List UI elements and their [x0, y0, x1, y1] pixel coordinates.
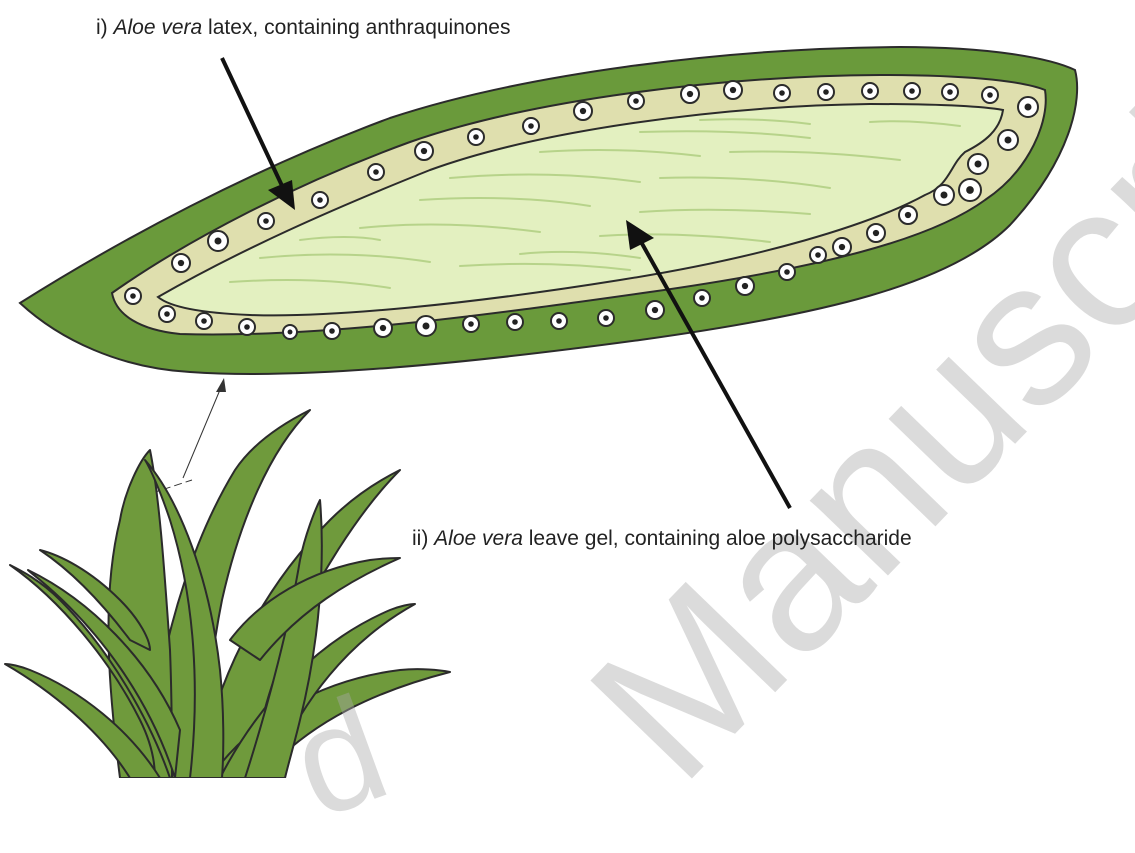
vascular-bundle-core: [1025, 104, 1032, 111]
vascular-bundle-core: [201, 318, 207, 324]
latex-label: i) Aloe vera latex, containing anthraqui…: [96, 16, 510, 40]
vascular-bundle-core: [164, 311, 170, 317]
vascular-bundle-core: [941, 192, 948, 199]
vascular-bundle-core: [905, 212, 911, 218]
vascular-bundle-core: [373, 169, 379, 175]
vascular-bundle-core: [779, 90, 785, 96]
vascular-bundle-core: [987, 92, 993, 98]
vascular-bundle-core: [652, 307, 658, 313]
gel-label: ii) Aloe vera leave gel, containing aloe…: [412, 527, 912, 551]
vascular-bundle-core: [1005, 137, 1012, 144]
vascular-bundle-core: [130, 293, 136, 299]
vascular-bundle-core: [784, 269, 790, 275]
vascular-bundle-core: [288, 330, 293, 335]
vascular-bundle-core: [528, 123, 534, 129]
aloe-leaf-illustration: [0, 0, 1135, 778]
latex-label-species: Aloe vera: [114, 16, 203, 39]
vascular-bundle-core: [966, 186, 974, 194]
latex-arrow-shaft: [222, 58, 284, 190]
vascular-bundle-core: [909, 88, 915, 94]
vascular-bundle-core: [317, 197, 323, 203]
vascular-bundle-core: [699, 295, 705, 301]
gel-label-rest: leave gel, containing aloe polysaccharid…: [523, 527, 912, 550]
vascular-bundle-core: [730, 87, 736, 93]
vascular-bundle-core: [873, 230, 879, 236]
vascular-bundle-core: [580, 108, 586, 114]
vascular-bundle-core: [633, 98, 639, 104]
aloe-plant: [5, 410, 450, 778]
vascular-bundle-core: [815, 252, 821, 258]
vascular-bundle-core: [512, 319, 518, 325]
vascular-bundle-core: [947, 89, 953, 95]
section-arrow-head: [216, 378, 226, 392]
vascular-bundle-core: [603, 315, 609, 321]
aloe-vera-diagram: i) Aloe vera latex, containing anthraqui…: [0, 0, 1135, 778]
vascular-bundle-core: [178, 260, 184, 266]
vascular-bundle-core: [867, 88, 873, 94]
gel-label-prefix: ii): [412, 527, 434, 550]
gel-label-species: Aloe vera: [434, 527, 523, 550]
latex-label-prefix: i): [96, 16, 114, 39]
vascular-bundle-core: [215, 238, 222, 245]
vascular-bundle-core: [329, 328, 335, 334]
vascular-bundle-core: [421, 148, 427, 154]
latex-label-rest: latex, containing anthraquinones: [202, 16, 510, 39]
vascular-bundle-core: [975, 161, 982, 168]
vascular-bundle-core: [244, 324, 250, 330]
vascular-bundle-core: [263, 218, 269, 224]
vascular-bundle-core: [839, 244, 845, 250]
vascular-bundle-core: [468, 321, 474, 327]
vascular-bundle-core: [823, 89, 829, 95]
section-arrow-shaft: [183, 385, 222, 478]
vascular-bundle-core: [556, 318, 562, 324]
vascular-bundle-core: [380, 325, 386, 331]
vascular-bundle-core: [742, 283, 748, 289]
vascular-bundle-core: [423, 323, 430, 330]
vascular-bundle-core: [687, 91, 693, 97]
vascular-bundle-core: [473, 134, 479, 140]
